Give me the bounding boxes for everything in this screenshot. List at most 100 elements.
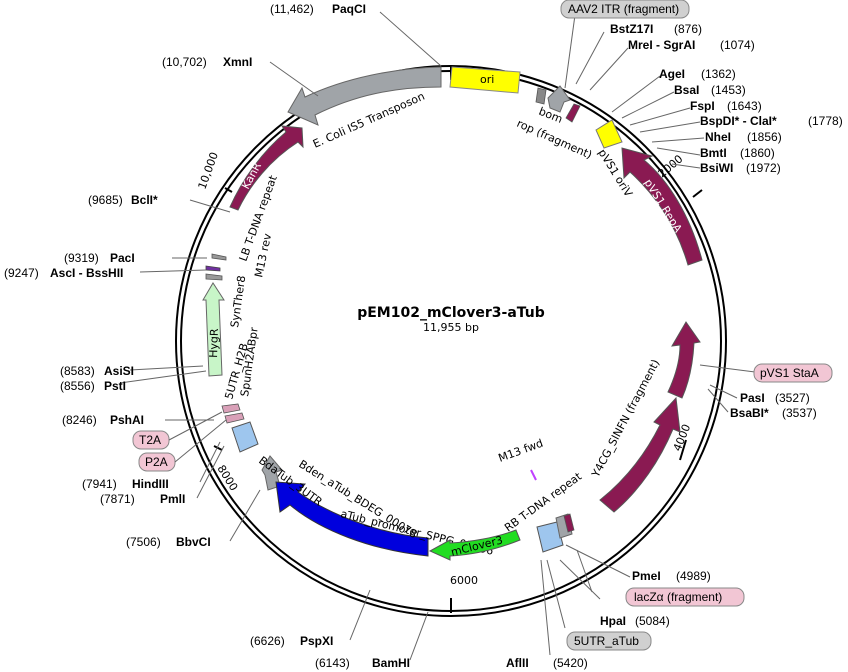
- site-label: PacI: [110, 251, 135, 265]
- site-position: (1778): [808, 114, 843, 128]
- site-position: (10,702): [162, 55, 207, 69]
- site-position: (6143): [315, 656, 350, 670]
- aav2-box: AAV2 ITR (fragment): [560, 0, 690, 19]
- site-position: (5420): [553, 656, 588, 670]
- site-label: AsiSI: [104, 364, 134, 378]
- site-label: AscI - BssHII: [50, 266, 123, 280]
- site-position: (1856): [747, 130, 782, 144]
- t2a-leader: [168, 411, 223, 441]
- aav2-itr-feature[interactable]: [535, 87, 547, 105]
- site-label: BsiWI: [700, 161, 733, 175]
- bden-atub-feature[interactable]: [275, 481, 429, 557]
- site-position: (3537): [782, 406, 817, 420]
- site-label: BclI*: [131, 193, 158, 207]
- t2a-feature[interactable]: [221, 403, 241, 414]
- utr-atub-label: 5UTR_aTub: [574, 634, 639, 648]
- backbone-outer: [175, 65, 727, 617]
- site-label: AflII: [506, 656, 529, 670]
- sites-right: BstZ17I (876) MreI - SgrAI (1074) AgeI (…: [600, 22, 843, 628]
- plasmid-name: pEM102_mClover3-aTub: [357, 305, 545, 321]
- site-label: BstZ17I: [610, 22, 653, 36]
- t2a-label: T2A: [139, 433, 161, 447]
- backbone-inner: [180, 70, 722, 612]
- m13fwd-feature[interactable]: [530, 469, 537, 481]
- site-position: (7506): [126, 535, 161, 549]
- plasmid-size: 11,955 bp: [423, 321, 479, 334]
- ori-feature[interactable]: [449, 66, 521, 94]
- site-position: (1643): [727, 99, 762, 113]
- utr-atub-feature[interactable]: [536, 521, 564, 553]
- site-position: (1362): [701, 67, 736, 81]
- bdatub-3utr-feature[interactable]: [261, 455, 283, 491]
- pvs1-repa-feature[interactable]: [621, 147, 703, 266]
- tick-label-6000: 6000: [450, 574, 478, 587]
- site-label: NheI: [705, 130, 731, 144]
- site-position: (4989): [676, 569, 711, 583]
- utr-atub-box: 5UTR_aTub: [566, 631, 652, 651]
- site-label: BamHI: [372, 656, 410, 670]
- y4cg-feature[interactable]: [599, 396, 681, 513]
- lacz-box: lacZα (fragment): [625, 587, 745, 607]
- site-label: PaqCI: [332, 2, 366, 16]
- pvs1-staa-feature[interactable]: [667, 321, 701, 399]
- synther8-label: SynTher8: [228, 275, 248, 329]
- site-label: MreI - SgrAI: [628, 38, 695, 52]
- utr-h2b-feature[interactable]: [231, 421, 259, 453]
- site-label: BsaI: [674, 83, 699, 97]
- hygr-feature[interactable]: [202, 282, 225, 377]
- p2a-label: P2A: [145, 455, 168, 469]
- site-position: (7871): [100, 492, 135, 506]
- site-label: PshAI: [110, 413, 144, 427]
- site-position: (9319): [64, 251, 99, 265]
- site-position: (9685): [88, 193, 123, 207]
- site-label: XmnI: [223, 55, 252, 69]
- leader-lines: [119, 11, 756, 661]
- site-label: PmeI: [632, 569, 661, 583]
- tick-label-10000: 10,000: [196, 150, 221, 191]
- site-position: (1860): [740, 146, 775, 160]
- site-label: HindIII: [132, 477, 169, 491]
- pvs1-oriv-feature[interactable]: [595, 119, 623, 149]
- lb-repeat-feature[interactable]: [211, 253, 227, 261]
- site-position: (8583): [60, 364, 95, 378]
- pvs1-staa-label: pVS1 StaA: [760, 366, 819, 380]
- rop-feature[interactable]: [565, 103, 581, 123]
- ori-label: ori: [480, 73, 494, 86]
- site-label: AgeI: [659, 67, 685, 81]
- m13fwd-label: M13 fwd: [497, 437, 545, 465]
- lacz-label: lacZα (fragment): [634, 590, 722, 604]
- lacz-feature[interactable]: [563, 513, 575, 533]
- aav2-label: AAV2 ITR (fragment): [568, 2, 679, 16]
- site-label: PspXI: [300, 634, 333, 648]
- site-position: (6626): [250, 634, 285, 648]
- mclover3-feature[interactable]: [428, 529, 521, 561]
- site-position: (5084): [635, 614, 670, 628]
- site-position: (7941): [82, 477, 117, 491]
- site-position: (1972): [746, 161, 781, 175]
- pvs1-staa-box: pVS1 StaA: [753, 363, 833, 383]
- p2a-box: P2A: [138, 452, 176, 472]
- p2a-leader: [174, 419, 227, 463]
- site-label: PasI: [740, 391, 765, 405]
- is5-transposon-feature[interactable]: [287, 66, 442, 126]
- site-position: (9247): [4, 266, 39, 280]
- site-position: (8556): [60, 379, 95, 393]
- site-label: BsaBI*: [730, 406, 769, 420]
- p2a-feature[interactable]: [224, 412, 245, 424]
- site-label: BspDI* - ClaI*: [700, 114, 777, 128]
- site-label: PstI: [104, 379, 126, 393]
- site-position: (3527): [775, 391, 810, 405]
- kanr-feature[interactable]: [229, 125, 304, 211]
- site-position: (1453): [711, 83, 746, 97]
- site-position: (876): [674, 22, 702, 36]
- site-position: (8246): [62, 413, 97, 427]
- bom-feature[interactable]: [547, 85, 571, 113]
- hygr-label: HygR: [207, 328, 221, 358]
- site-label: HpaI: [600, 614, 626, 628]
- site-position: (1074): [720, 38, 755, 52]
- synther8-feature[interactable]: [205, 273, 223, 281]
- site-position: (11,462): [270, 2, 314, 16]
- m13rev-feature[interactable]: [205, 265, 221, 272]
- sites-left: (11,462) PaqCI (10,702) XmnI (9685) BclI…: [4, 2, 588, 670]
